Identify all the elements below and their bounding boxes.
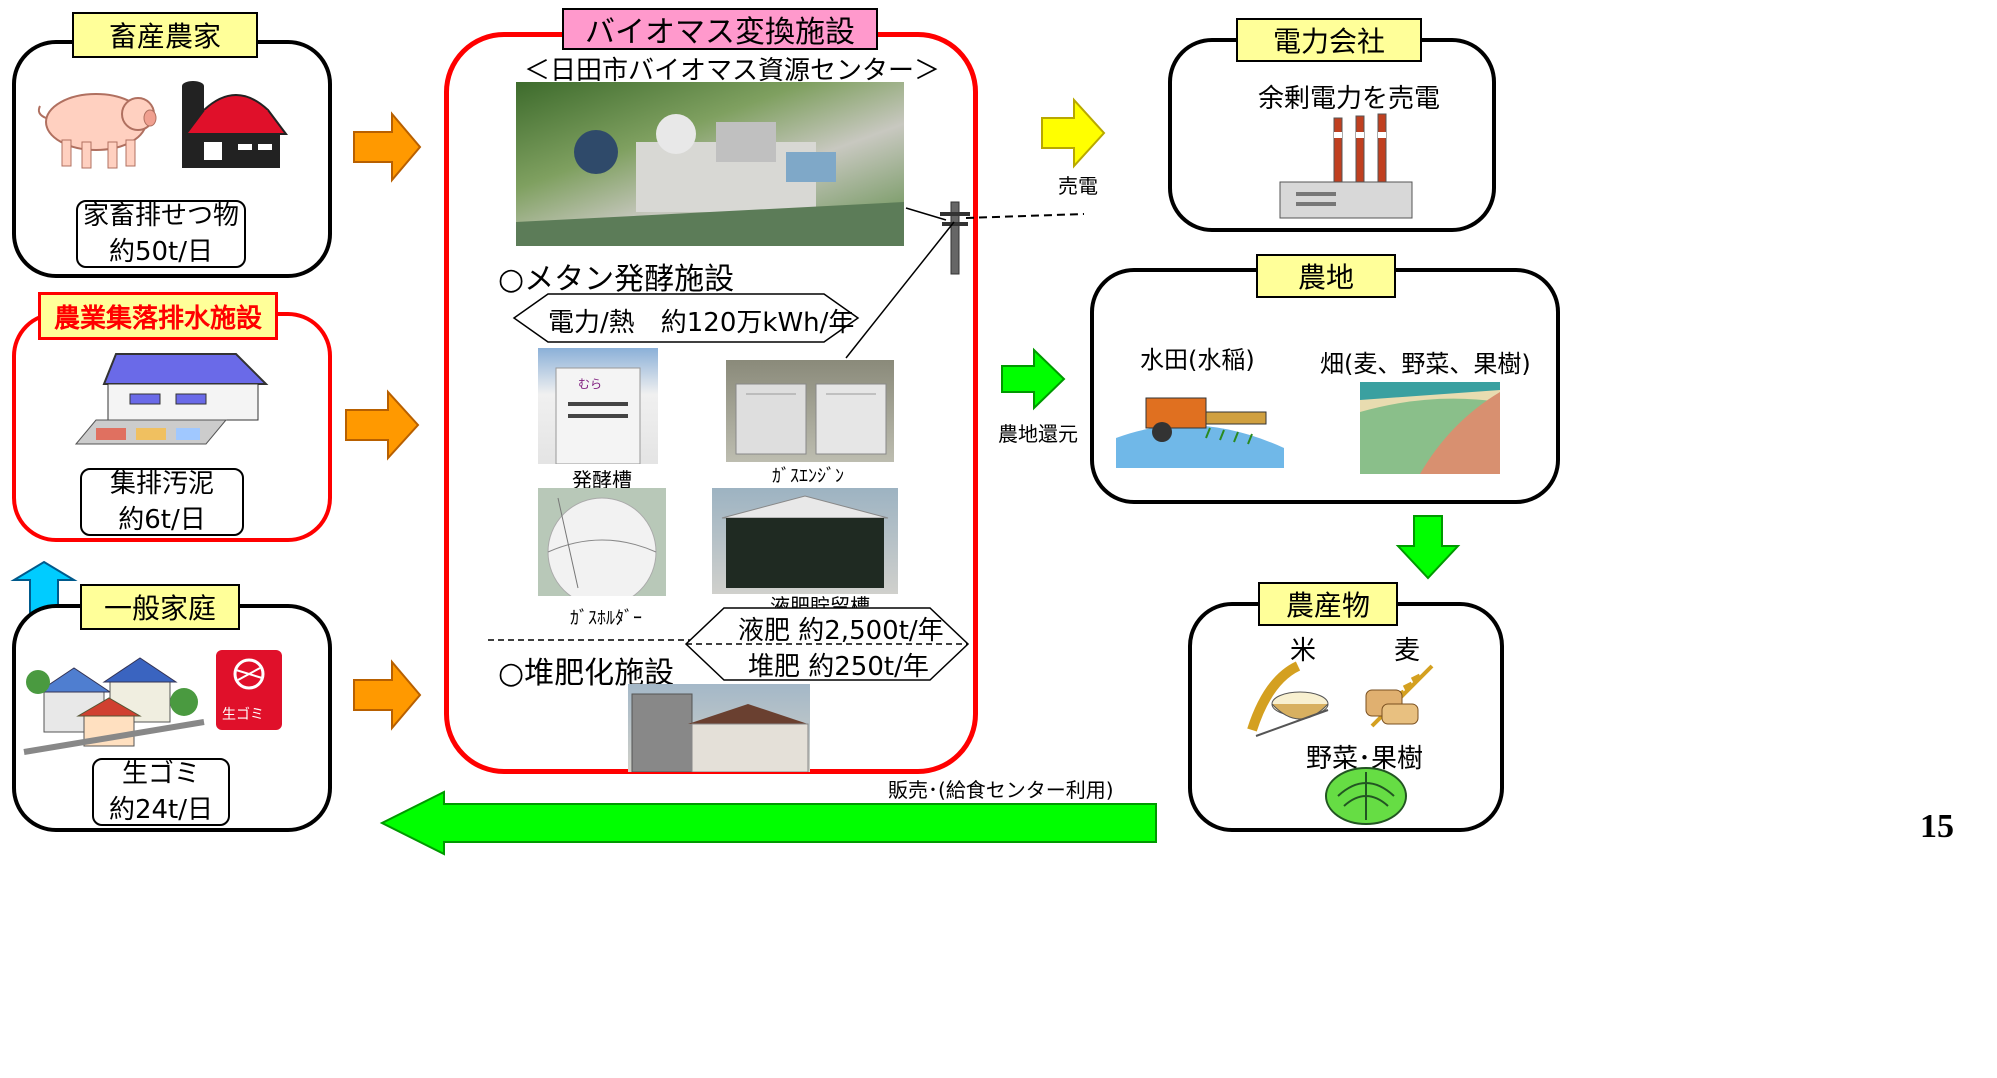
garbage-bin-icon: 生ゴミ <box>216 650 282 730</box>
home-garbage-label: 生ゴミ 約24t/日 <box>92 758 230 826</box>
farm-title: 畜産農家 <box>72 12 258 58</box>
green-left-arrow <box>379 790 1157 856</box>
building-icon <box>74 353 269 445</box>
home-garbage-item: 生ゴミ <box>121 759 200 789</box>
farm-waste-amount: 約50t/日 <box>108 237 214 267</box>
sell-power-label: 売電 <box>1058 174 1098 198</box>
power-company-text: 余剰電力を売電 <box>1258 84 1441 114</box>
home-garbage-amount: 約24t/日 <box>108 795 214 825</box>
utility-pole-icon <box>940 201 970 275</box>
energy-hexagon <box>512 293 860 343</box>
gas-holder-photo <box>538 488 666 596</box>
compost-facility-photo <box>628 684 810 772</box>
farm-waste-label: 家畜排せつ物 約50t/日 <box>76 200 246 268</box>
yellow-arrow-power <box>1041 97 1106 169</box>
svg-text:むら: むら <box>578 377 602 391</box>
power-company-title: 電力会社 <box>1236 18 1422 62</box>
liquid-fertilizer-amount: 液肥 約2,500t/年 <box>738 616 944 646</box>
orange-arrow-sewage <box>345 389 420 461</box>
energy-output: 電力/熱 約120万kWh/年 <box>548 308 855 338</box>
page-number: 15 <box>1920 808 1954 845</box>
farmland-title: 農地 <box>1256 254 1396 298</box>
sales-label: 販売･(給食センター利用) <box>888 778 1114 802</box>
green-down-arrow <box>1395 515 1461 580</box>
field-icon <box>1360 382 1500 474</box>
barn-icon <box>182 81 288 168</box>
gas-engine-photo <box>726 360 894 462</box>
pig-icon <box>37 93 157 169</box>
sewage-title: 農業集落排水施設 <box>38 292 278 340</box>
garbage-sign-text: 生ゴミ <box>222 707 264 723</box>
orange-arrow-farm <box>353 111 422 183</box>
gas-holder-caption: ｶﾞｽﾎﾙﾀﾞｰ <box>570 608 642 629</box>
rice-planter-icon <box>1116 397 1284 468</box>
methane-heading: ○メタン発酵施設 <box>498 262 735 297</box>
return-farmland-label: 農地還元 <box>998 422 1078 446</box>
paddy-label: 水田(水稲) <box>1140 346 1255 374</box>
orange-arrow-home <box>353 659 422 731</box>
farm-waste-item: 家畜排せつ物 <box>82 201 239 231</box>
sewage-sludge-amount: 約6t/日 <box>118 505 206 535</box>
rice-label: 米 <box>1290 636 1317 666</box>
field-label: 畑(麦、野菜、果樹) <box>1320 350 1531 378</box>
sewage-sludge-item: 集排汚泥 <box>109 469 214 499</box>
facility-title: バイオマス変換施設 <box>562 8 878 50</box>
produce-title: 農産物 <box>1258 582 1398 626</box>
gas-engine-caption: ｶﾞｽｴﾝｼﾞﾝ <box>772 466 844 487</box>
cabbage-icon <box>1325 767 1407 825</box>
sewage-sludge-label: 集排汚泥 約6t/日 <box>80 468 244 536</box>
facility-subtitle: ＜日田市バイオマス資源センター＞ <box>524 56 941 86</box>
power-plant-icon <box>1279 113 1413 219</box>
houses-icon <box>23 657 205 755</box>
compost-amount: 堆肥 約250t/年 <box>748 652 929 682</box>
fermenter-photo: むら <box>538 348 658 464</box>
storage-tank-photo <box>712 488 898 594</box>
fertilizer-hexagon <box>684 607 970 681</box>
green-arrow-farmland <box>1001 347 1066 411</box>
wheat-label: 麦 <box>1394 636 1421 666</box>
power-line <box>905 207 1085 221</box>
home-title: 一般家庭 <box>80 584 240 630</box>
rice-bowl-icon <box>1247 661 1329 737</box>
cable-line <box>845 221 955 359</box>
facility-aerial-photo <box>516 82 904 246</box>
wheat-bread-icon <box>1365 664 1434 728</box>
